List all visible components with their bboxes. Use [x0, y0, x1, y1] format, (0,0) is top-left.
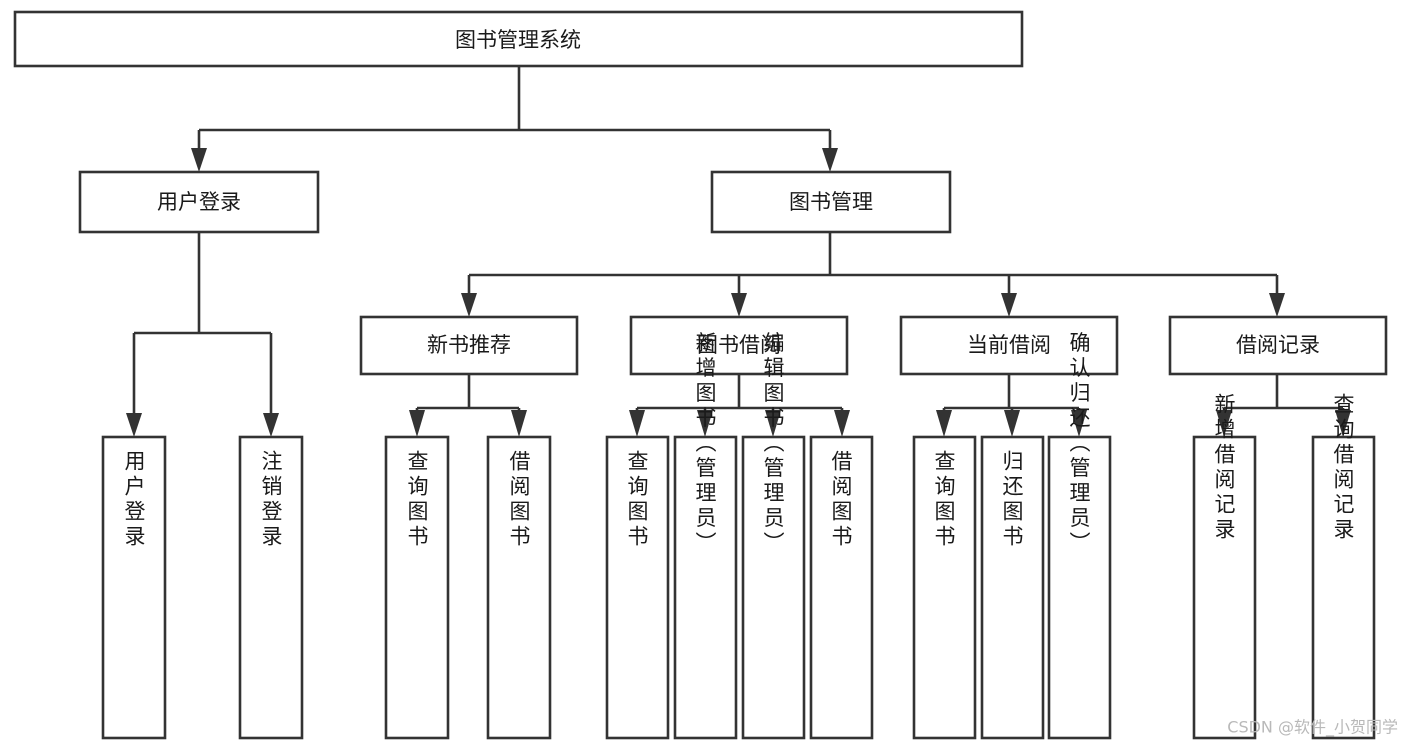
- leaf-box-current-borrow-query[interactable]: [912, 435, 977, 740]
- leaf-new-book-query[interactable]: 查询图书: [384, 435, 450, 740]
- node-box-root[interactable]: [13, 10, 1024, 68]
- leaf-book-borrow-add[interactable]: 新增图书（管理员）: [673, 332, 738, 740]
- leaf-borrow-record-query[interactable]: 查询借阅记录: [1311, 393, 1376, 740]
- node-box-book-borrow[interactable]: [629, 315, 849, 376]
- arrowhead-cb-query: [936, 410, 952, 437]
- watermark-label: CSDN @软件_小贺同学: [1227, 718, 1398, 738]
- connectors-layer: [126, 66, 1351, 437]
- leaf-label-user-login-login: 用户登录: [122, 450, 146, 550]
- arrowhead-bb-add: [697, 410, 713, 437]
- leaf-user-login-login[interactable]: 用户登录: [101, 435, 167, 740]
- node-user-login[interactable]: 用户登录: [78, 170, 320, 234]
- leaf-box-book-borrow-query[interactable]: [605, 435, 670, 740]
- arrowhead-bb-query: [629, 410, 645, 437]
- arrowhead-bb-borrow: [834, 410, 850, 437]
- arrowhead-leaf-user-login: [126, 413, 142, 437]
- leaf-label-new-book-query: 查询图书: [405, 450, 429, 550]
- node-label-book-manage: 图书管理: [789, 190, 873, 214]
- node-book-borrow[interactable]: 图书借阅: [629, 315, 849, 376]
- leaf-book-borrow-query[interactable]: 查询图书: [605, 435, 670, 740]
- node-label-current-borrow: 当前借阅: [967, 333, 1051, 357]
- arrowhead-br-query: [1335, 410, 1351, 437]
- arrowhead-user-login: [191, 148, 207, 172]
- leaf-current-borrow-return[interactable]: 归还图书: [980, 435, 1045, 740]
- leaf-label-book-borrow-edit: 编辑图书（管理员）: [761, 332, 785, 557]
- leaf-box-borrow-record-query[interactable]: [1311, 435, 1376, 740]
- node-box-current-borrow[interactable]: [899, 315, 1119, 376]
- leaf-box-borrow-record-add[interactable]: [1192, 435, 1257, 740]
- node-box-borrow-record[interactable]: [1168, 315, 1388, 376]
- leaf-user-login-logout[interactable]: 注销登录: [238, 435, 304, 740]
- node-label-book-borrow: 图书借阅: [697, 333, 781, 357]
- arrowhead-book-borrow: [731, 293, 747, 317]
- node-label-borrow-record: 借阅记录: [1236, 333, 1320, 357]
- leaf-book-borrow-edit[interactable]: 编辑图书（管理员）: [741, 332, 806, 740]
- leaf-box-book-borrow-borrow[interactable]: [809, 435, 874, 740]
- leaf-label-book-borrow-query: 查询图书: [625, 450, 649, 550]
- leaf-box-user-login-login[interactable]: [101, 435, 167, 740]
- leaf-label-book-borrow-borrow: 借阅图书: [829, 450, 853, 550]
- node-label-new-book-recommend: 新书推荐: [427, 333, 511, 357]
- node-root-system[interactable]: 图书管理系统: [13, 10, 1024, 68]
- node-label-user-login: 用户登录: [157, 190, 241, 214]
- node-box-book-manage[interactable]: [710, 170, 952, 234]
- leaf-label-new-book-borrow: 借阅图书: [507, 450, 531, 550]
- arrowhead-current-borrow: [1001, 293, 1017, 317]
- node-book-manage[interactable]: 图书管理: [710, 170, 952, 234]
- leaf-label-book-borrow-add: 新增图书（管理员）: [693, 332, 717, 557]
- leaf-box-new-book-borrow[interactable]: [486, 435, 552, 740]
- arrowhead-new-book-recommend: [461, 293, 477, 317]
- arrowhead-book-manage: [822, 148, 838, 172]
- arrowhead-cb-confirm: [1071, 410, 1087, 437]
- leaf-box-new-book-query[interactable]: [384, 435, 450, 740]
- arrowhead-cb-return: [1004, 410, 1020, 437]
- leaf-label-borrow-record-query: 查询借阅记录: [1331, 393, 1355, 543]
- arrowhead-bb-edit: [765, 410, 781, 437]
- leaf-label-current-borrow-confirm: 确认归还（管理员）: [1067, 332, 1091, 557]
- arrowhead-newbook-borrow: [511, 410, 527, 437]
- leaf-box-book-borrow-add[interactable]: [673, 435, 738, 740]
- leaf-box-current-borrow-confirm[interactable]: [1047, 435, 1112, 740]
- arrowhead-br-add: [1216, 410, 1232, 437]
- leaf-box-current-borrow-return[interactable]: [980, 435, 1045, 740]
- node-label-root: 图书管理系统: [455, 28, 581, 52]
- leaf-label-borrow-record-add: 新增借阅记录: [1212, 393, 1236, 543]
- arrowhead-borrow-record: [1269, 293, 1285, 317]
- leaf-label-current-borrow-return: 归还图书: [1000, 450, 1024, 550]
- node-box-user-login[interactable]: [78, 170, 320, 234]
- node-new-book-recommend[interactable]: 新书推荐: [359, 315, 579, 376]
- leaf-box-user-login-logout[interactable]: [238, 435, 304, 740]
- arrowhead-leaf-logout: [263, 413, 279, 437]
- node-current-borrow[interactable]: 当前借阅: [899, 315, 1119, 376]
- leaf-current-borrow-confirm[interactable]: 确认归还（管理员）: [1047, 332, 1112, 740]
- node-box-new-book-recommend[interactable]: [359, 315, 579, 376]
- leaf-label-user-login-logout: 注销登录: [259, 450, 283, 550]
- arrowhead-newbook-query: [409, 410, 425, 437]
- leaf-label-current-borrow-query: 查询图书: [932, 450, 956, 550]
- leaf-borrow-record-add[interactable]: 新增借阅记录: [1192, 393, 1257, 740]
- leaf-book-borrow-borrow[interactable]: 借阅图书: [809, 435, 874, 740]
- leaf-box-book-borrow-edit[interactable]: [741, 435, 806, 740]
- leaf-current-borrow-query[interactable]: 查询图书: [912, 435, 977, 740]
- leaf-new-book-borrow[interactable]: 借阅图书: [486, 435, 552, 740]
- node-borrow-record[interactable]: 借阅记录: [1168, 315, 1388, 376]
